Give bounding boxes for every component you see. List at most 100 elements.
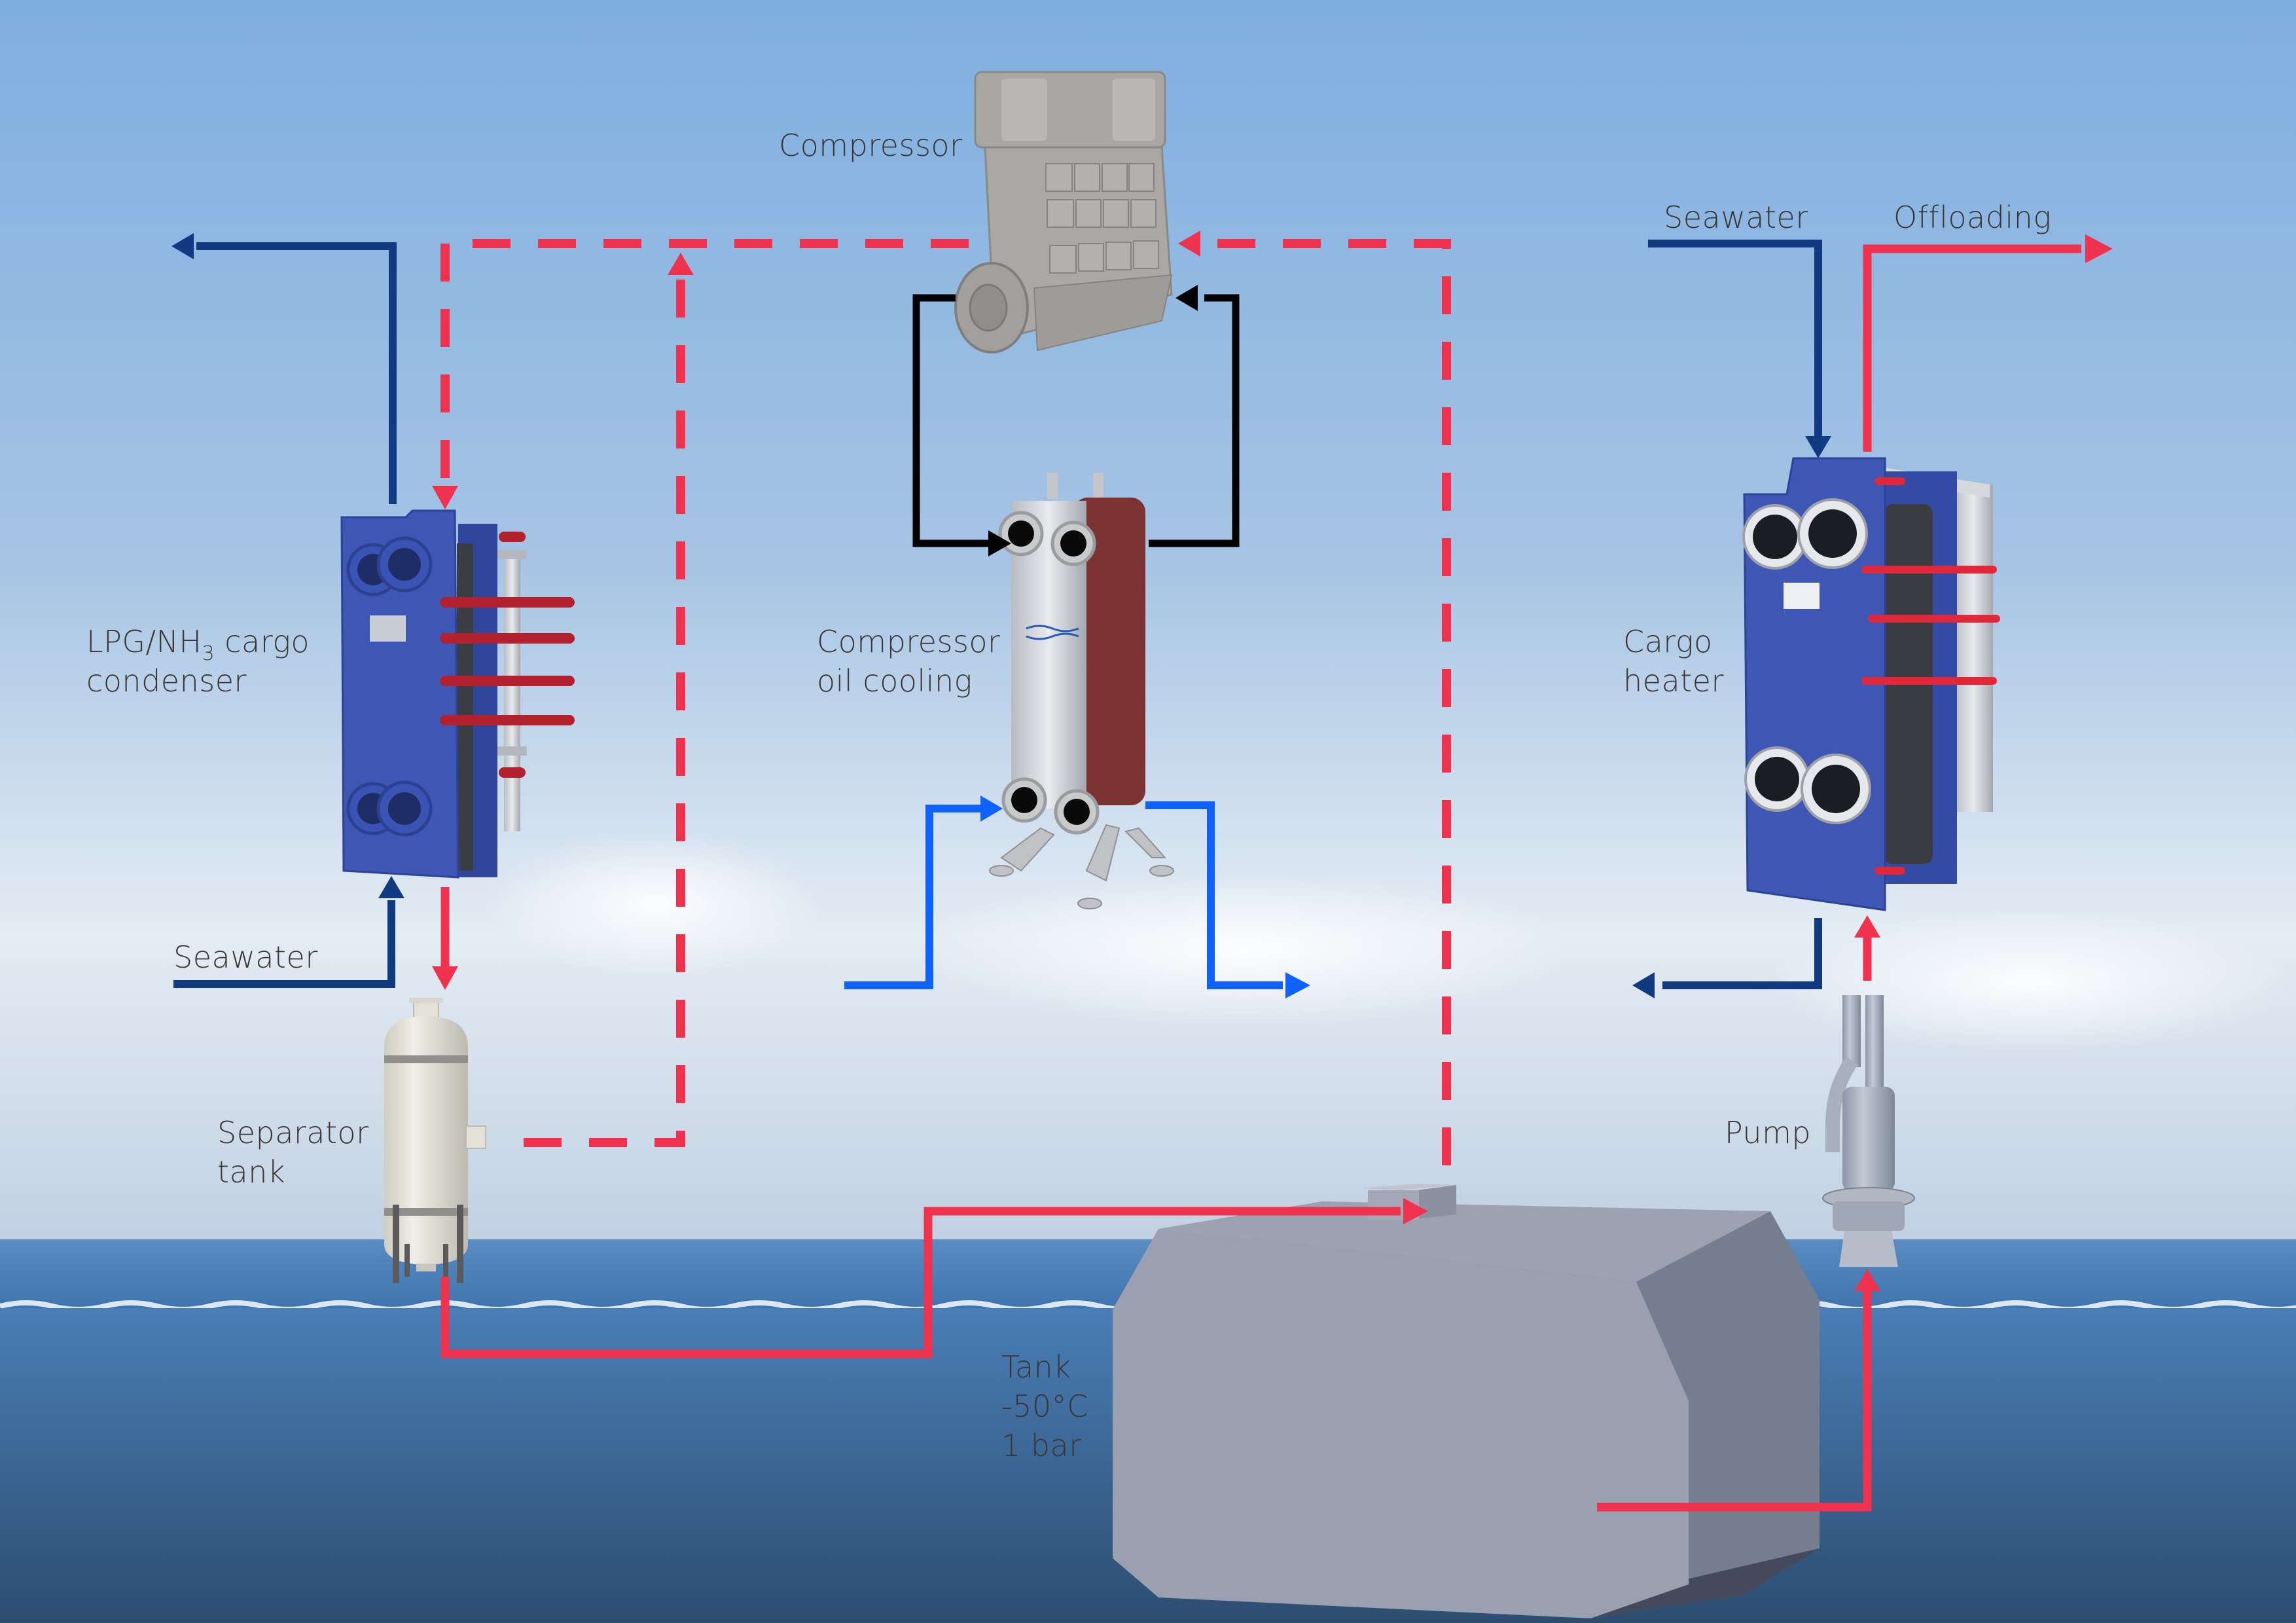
cargo-pump[interactable] [1822, 995, 1915, 1267]
arrowhead-right [1403, 1198, 1428, 1224]
flow-vapour-tank-to-compressor [1198, 239, 1451, 1165]
seawater-right-label-text: Seawater [1664, 200, 1808, 235]
label-cargo-condenser: LPG/NH3 cargo condenser [86, 622, 310, 701]
condenser-label-prefix: LPG/NH [86, 624, 202, 659]
compressor-panels [1045, 163, 1159, 274]
flow-seawater-in-condenser [173, 900, 395, 988]
arrowhead-left [1178, 230, 1200, 257]
offloading-label-text: Offloading [1893, 200, 2052, 235]
arrowhead-right [2085, 234, 2113, 263]
heater-column [1954, 484, 1993, 812]
vapour-arrowheads [432, 230, 1200, 509]
flow-cooling-water-out [1145, 801, 1283, 989]
condenser-ports [346, 536, 433, 837]
cargo-heater-label-line2: heater [1623, 663, 1724, 699]
arrowhead-up [1854, 1269, 1880, 1291]
separator-label-line1: Separator [217, 1115, 369, 1150]
pump-discharge-pipe [1865, 995, 1884, 1093]
label-offloading: Offloading [1893, 198, 2051, 237]
compressor-label-text: Compressor [779, 128, 963, 163]
oil-cooler-feet [989, 824, 1174, 909]
liquid-arrowheads [432, 234, 2113, 1291]
cooling-water-arrowheads [980, 795, 1310, 998]
arrowhead-up [378, 876, 404, 898]
separator-tank[interactable] [384, 998, 486, 1283]
compressor-shaft [969, 283, 1008, 332]
condenser-label-line1: LPG/NH3 cargo [86, 622, 310, 664]
arrowhead-left [1175, 285, 1198, 311]
label-pump: Pump [1725, 1113, 1811, 1152]
separator-band [384, 1055, 468, 1063]
arrowhead-down [432, 966, 458, 990]
cloud [484, 831, 825, 976]
tank-label-pressure: 1 bar [1001, 1428, 1082, 1463]
label-compressor: Compressor [779, 126, 962, 165]
arrowhead-left [1632, 972, 1655, 998]
separator-band [384, 1208, 468, 1216]
separator-legs [393, 1205, 463, 1283]
cargo-heater[interactable] [1742, 457, 2000, 911]
tank-label-line1: Tank [1001, 1349, 1071, 1385]
oil-cooler-lug [1093, 473, 1103, 499]
tank-dome-top [1361, 1184, 1456, 1190]
condenser-support-rail [497, 550, 527, 559]
heater-ports [1742, 498, 1871, 824]
cloud [916, 871, 1571, 1028]
flow-tank-to-pump [1597, 1290, 1872, 1512]
oil-cooling-label-line1: Compressor [817, 624, 1001, 659]
tank-bottom-bevel [1590, 1548, 1820, 1618]
condenser-tie-bolts [440, 532, 575, 778]
flow-compressor-to-condenser [440, 239, 969, 486]
cargo-tank[interactable] [1113, 1184, 1820, 1618]
flow-separator-vapour-return [524, 275, 685, 1147]
cooling-water-lines [844, 801, 1283, 989]
pump-discharge-pipe [1842, 995, 1861, 1067]
label-cargo-heater: Cargo heater [1623, 622, 1724, 701]
flow-separator-to-tank [440, 1207, 1401, 1359]
liquid-lines [440, 244, 2081, 1512]
cloud [1767, 910, 2291, 1054]
cargo-heater-label-line1: Cargo [1623, 624, 1713, 659]
arrowhead-left [171, 233, 194, 259]
arrowhead-up [668, 253, 694, 275]
oil-cooler-ports [998, 511, 1100, 835]
separator-top-flange [409, 998, 443, 1003]
pump-volute [1833, 1201, 1905, 1231]
separator-side-nozzle [465, 1125, 486, 1149]
pump-bypass-pipe [1825, 1056, 1858, 1152]
condenser-nameplate [370, 615, 406, 642]
compressor-valve-block [1113, 79, 1155, 141]
label-seawater-right: Seawater [1664, 198, 1808, 237]
oil-cooler-logo [1026, 625, 1079, 640]
oil-arrowheads [988, 285, 1198, 556]
oil-cooler-side [1073, 498, 1145, 805]
flow-heater-to-offloading [1863, 244, 2081, 452]
oil-cooling-label-line2: oil cooling [817, 663, 973, 699]
pump-label-text: Pump [1725, 1115, 1812, 1150]
label-oil-cooling: Compressor oil cooling [817, 622, 1000, 701]
flow-seawater-out-heater [1662, 918, 1822, 989]
heater-nameplate [1784, 583, 1820, 609]
tank-label-temperature: -50°C [1001, 1389, 1088, 1424]
flow-seawater-out-condenser [196, 242, 397, 504]
condenser-label-suffix: cargo [215, 624, 310, 659]
tank-front [1113, 1229, 1689, 1618]
cargo-condenser[interactable] [340, 509, 575, 879]
compressor[interactable] [954, 71, 1173, 354]
arrowhead-down [1805, 436, 1831, 458]
pump-motor [1842, 1087, 1895, 1192]
oil-cooler[interactable] [989, 473, 1174, 909]
label-separator-tank: Separator tank [217, 1113, 369, 1192]
separator-shell [384, 1016, 468, 1265]
arrowhead-right [1285, 972, 1310, 998]
oil-lines [912, 294, 1240, 547]
flow-oil-to-cooler [912, 294, 988, 547]
arrowhead-down [432, 486, 458, 509]
label-tank: Tank -50°C 1 bar [1001, 1347, 1088, 1465]
flow-cooling-water-in [844, 805, 982, 989]
separator-bottom-nozzle [416, 1264, 436, 1271]
arrowhead-up [1854, 915, 1880, 938]
compressor-valve-block [1001, 79, 1047, 141]
condenser-label-subscript: 3 [202, 642, 215, 665]
